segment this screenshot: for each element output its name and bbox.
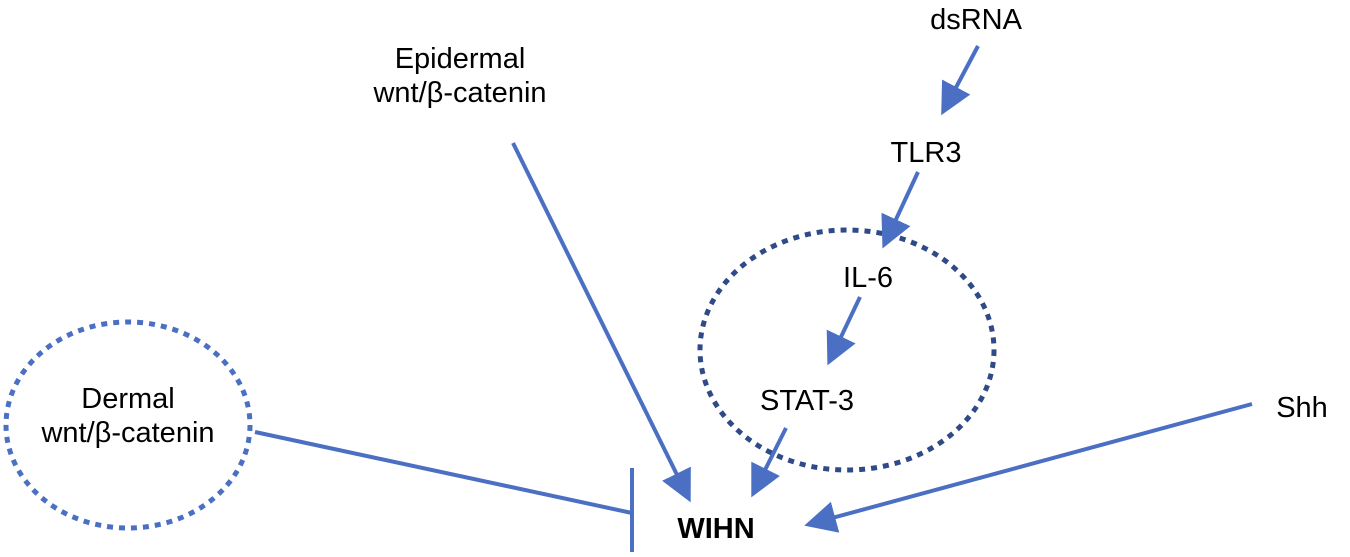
arrow-tlr3-to-il6: [881, 171, 920, 249]
node-tlr3-label: TLR3: [890, 137, 962, 169]
node-il6: IL-6: [843, 261, 893, 295]
node-shh: Shh: [1276, 391, 1328, 425]
node-il6-label: IL-6: [843, 262, 893, 294]
node-shh-label: Shh: [1276, 392, 1328, 424]
node-wihn: WIHN: [677, 512, 754, 546]
arrow-il6-to-stat3: [826, 296, 862, 366]
arrow-shh-to-wihn: [804, 402, 1253, 533]
node-dermal-line2: wnt/β-catenin: [41, 417, 215, 449]
node-dsrna-label: dsRNA: [930, 4, 1022, 36]
node-dsrna: dsRNA: [930, 3, 1022, 37]
node-epidermal-line2: wnt/β-catenin: [373, 77, 547, 109]
arrow-dsrna-to-tlr3: [941, 45, 980, 116]
arrow-epidermal-to-wihn: [511, 142, 691, 503]
arrow-stat3-to-wihn: [751, 427, 788, 498]
node-wihn-label: WIHN: [677, 513, 755, 545]
node-stat3: STAT-3: [760, 384, 854, 418]
node-epidermal-line1: Epidermal: [394, 43, 526, 75]
node-stat3-label: STAT-3: [760, 385, 854, 417]
node-dermal-line1: Dermal: [81, 383, 175, 415]
dermal-dotted-circle: [3, 319, 253, 531]
pathway-dotted-circle: [697, 227, 997, 473]
node-epidermal-wnt: Epidermal wnt/β-catenin: [373, 42, 546, 110]
inhibition-dermal-to-wihn: [254, 430, 633, 515]
node-dermal-wnt: Dermal wnt/β-catenin: [41, 382, 214, 450]
node-tlr3: TLR3: [891, 136, 962, 170]
